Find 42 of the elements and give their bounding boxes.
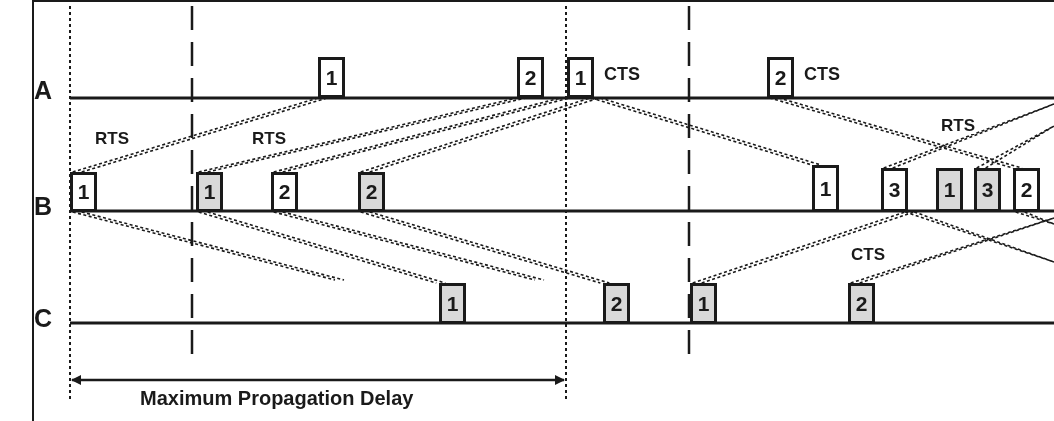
propagation-line: [975, 125, 1054, 169]
node-label: C: [34, 306, 53, 331]
propagation-line: [272, 97, 571, 173]
propagation-line: [197, 97, 527, 173]
packet-box: 1: [318, 57, 345, 98]
node-label: A: [34, 78, 53, 103]
edge-label: RTS: [940, 117, 976, 134]
propagation-line: [691, 211, 916, 284]
packet-box: 2: [848, 283, 875, 324]
propagation-line: [71, 211, 345, 281]
propagation-line: [272, 211, 545, 281]
edge-label: RTS: [94, 130, 130, 147]
propagation-line: [768, 97, 1023, 169]
packet-box: 1: [439, 283, 466, 324]
dimension-label: Maximum Propagation Delay: [140, 388, 414, 408]
packet-box: 3: [881, 168, 908, 212]
packet-box: 2: [1013, 168, 1040, 212]
packet-box: 2: [767, 57, 794, 98]
packet-box: 1: [812, 165, 839, 212]
packet-box: 1: [690, 283, 717, 324]
propagation-line: [71, 97, 328, 173]
packet-box: 3: [974, 168, 1001, 212]
frame-type-label: CTS: [804, 65, 840, 83]
frame-type-label: CTS: [604, 65, 640, 83]
edge-label: CTS: [850, 246, 886, 263]
packet-box: 1: [567, 57, 594, 98]
packet-box: 2: [603, 283, 630, 324]
propagation-line: [849, 217, 1054, 284]
packet-box: 2: [358, 172, 385, 212]
packet-box: 1: [70, 172, 97, 212]
propagation-line: [590, 97, 822, 166]
propagation-line: [359, 97, 600, 173]
packet-box: 2: [271, 172, 298, 212]
propagation-line: [1014, 211, 1054, 225]
packet-box: 1: [196, 172, 223, 212]
propagation-line: [904, 211, 1054, 263]
edge-label: RTS: [251, 130, 287, 147]
node-label: B: [34, 194, 53, 219]
packet-box: 1: [936, 168, 963, 212]
packet-box: 2: [517, 57, 544, 98]
propagation-line: [359, 211, 611, 284]
propagation-line: [882, 103, 1054, 169]
